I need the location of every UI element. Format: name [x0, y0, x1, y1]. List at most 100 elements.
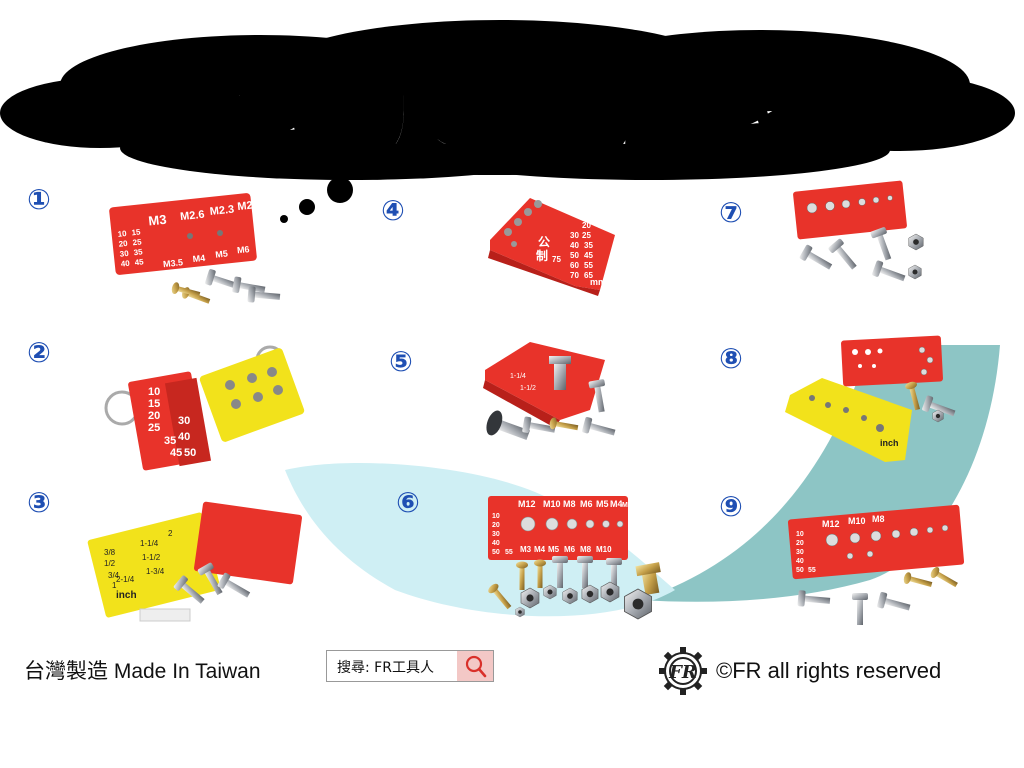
gauge-label: 50	[492, 549, 500, 556]
gauge-label: 30	[492, 531, 500, 538]
gauge-label: M8	[563, 499, 576, 509]
gauge-label: M4	[610, 499, 623, 509]
item-number-8: ⑧	[719, 342, 743, 375]
gauge-label: 1-1/4	[510, 373, 526, 380]
gauge-label: 50	[184, 447, 196, 459]
search-button[interactable]	[457, 651, 493, 681]
gauge-label: 20	[118, 239, 128, 249]
gauge-label: 55	[505, 549, 513, 556]
gauge-label: 3/4	[108, 571, 120, 580]
gear-logo-icon: FR	[659, 647, 707, 695]
gauge-label: 55	[584, 261, 593, 270]
gauge-label: 35	[164, 435, 176, 447]
gauge-label: M6	[236, 244, 249, 255]
gauge-label: 1-1/2	[520, 385, 536, 392]
gauge-label: M10	[543, 499, 561, 509]
gauge-label: 55	[808, 567, 816, 574]
gauge-label: M2.3	[209, 204, 235, 218]
item-number-7: ⑦	[719, 196, 743, 229]
gauge-label: 2-1/4	[116, 575, 135, 584]
gauge-label: 40	[492, 540, 500, 547]
gauge-label: 10	[148, 386, 160, 398]
gauge-label: M4	[534, 545, 546, 554]
gauge-label: 25	[582, 231, 591, 240]
gauge-label: 30	[119, 249, 129, 259]
item-number-2: ②	[27, 336, 51, 369]
gauge-label: 35	[584, 241, 593, 250]
gauge-label: 30	[178, 415, 190, 427]
gauge-label: M10	[596, 545, 612, 554]
gauge-label: 45	[134, 257, 144, 267]
gauge-label: mm	[590, 277, 606, 287]
item-number-5: ⑤	[389, 345, 413, 378]
gauge-label: M8	[580, 545, 592, 554]
logo-text: FR	[668, 662, 697, 683]
gauge-item-7	[793, 180, 924, 286]
item-number-4: ④	[381, 194, 405, 227]
gauge-label: M10	[848, 516, 866, 526]
item-number-9: ⑨	[719, 490, 743, 523]
gauge-label: 40	[796, 558, 804, 565]
gauge-item-9: M12 M10 M8 10 20 30 40 50 55	[787, 504, 965, 625]
page-title: 各類螺紋尺規 量長度系列	[129, 83, 870, 159]
gauge-label: 65	[584, 271, 593, 280]
gauge-label: M8	[872, 514, 885, 524]
gauge-label: M3	[520, 545, 532, 554]
gauge-label: M6	[580, 499, 593, 509]
item-number-1: ①	[27, 183, 51, 216]
gauge-label: 1-1/4	[140, 539, 159, 548]
gauge-label: 10	[590, 211, 599, 220]
gauge-label: 20	[148, 410, 160, 422]
gauge-label: M3.5	[163, 257, 184, 269]
gauge-label: 制	[536, 248, 548, 263]
gauge-label: M12	[518, 499, 536, 509]
thought-cloud	[0, 20, 1015, 223]
gauge-label: M5	[215, 248, 228, 259]
gauge-label: 15	[131, 227, 141, 237]
search-box[interactable]: 搜尋: FR工具人	[326, 650, 494, 682]
gauge-label: 40	[120, 259, 130, 269]
gauge-label: 30	[570, 231, 579, 240]
gauge-label: 30	[796, 549, 804, 556]
gauge-label: 25	[132, 237, 142, 247]
gauge-label: 1/2	[104, 559, 116, 568]
gauge-item-2: 10 15 20 25 30 35 40 45 50 mm	[104, 345, 305, 471]
gauge-label: M5	[596, 499, 609, 509]
gauge-label: 20	[582, 221, 591, 230]
gauge-label: 15	[148, 398, 160, 410]
gauge-item-5: 1-1/4 1-1/2	[483, 342, 617, 441]
gauge-label: 2	[168, 529, 173, 538]
gauge-label: 15	[598, 221, 607, 230]
gauge-label: 10	[492, 513, 500, 520]
gauge-label: 1-3/4	[146, 567, 165, 576]
gauge-label: M6	[564, 545, 576, 554]
gauge-label: M5	[548, 545, 560, 554]
gauge-label: 10	[117, 229, 127, 239]
gauge-label: 20	[492, 522, 500, 529]
gauge-label: mm	[120, 439, 138, 450]
gauge-label: 20	[796, 540, 804, 547]
gauge-label: 1-1/2	[142, 553, 161, 562]
gauge-label: 40	[570, 241, 579, 250]
gauge-label: 25	[148, 422, 160, 434]
gauge-item-3: 3/8 1/2 3/4 1 1-1/4 1-1/2 1-3/4 2 2-1/4 …	[87, 501, 302, 622]
gauge-label: M3	[148, 212, 168, 229]
gauge-label: 45	[584, 251, 593, 260]
gauge-item-8: inch	[785, 335, 958, 462]
gauge-label: 10	[796, 531, 804, 538]
gauge-label: M2	[237, 200, 253, 214]
gauge-label: M3	[622, 502, 632, 509]
gauge-label: 3/8	[104, 548, 116, 557]
made-in-taiwan-text: 台灣製造 Made In Taiwan	[24, 660, 261, 683]
gauge-label: 公	[538, 235, 550, 249]
gauge-label: M2.6	[180, 209, 206, 223]
gauge-item-6: M12 M10 M8 M6 M5 M4 M3 10 20 30 40 50 55…	[486, 496, 661, 620]
search-icon	[465, 655, 487, 678]
search-text: 搜尋: FR工具人	[337, 660, 434, 676]
gauge-label: 50	[796, 567, 804, 574]
gauge-label: 60	[570, 261, 579, 270]
gauge-label: 35	[133, 247, 143, 257]
copyright-text: ©FR all rights reserved	[716, 658, 942, 683]
gauge-label: 70	[570, 271, 579, 280]
